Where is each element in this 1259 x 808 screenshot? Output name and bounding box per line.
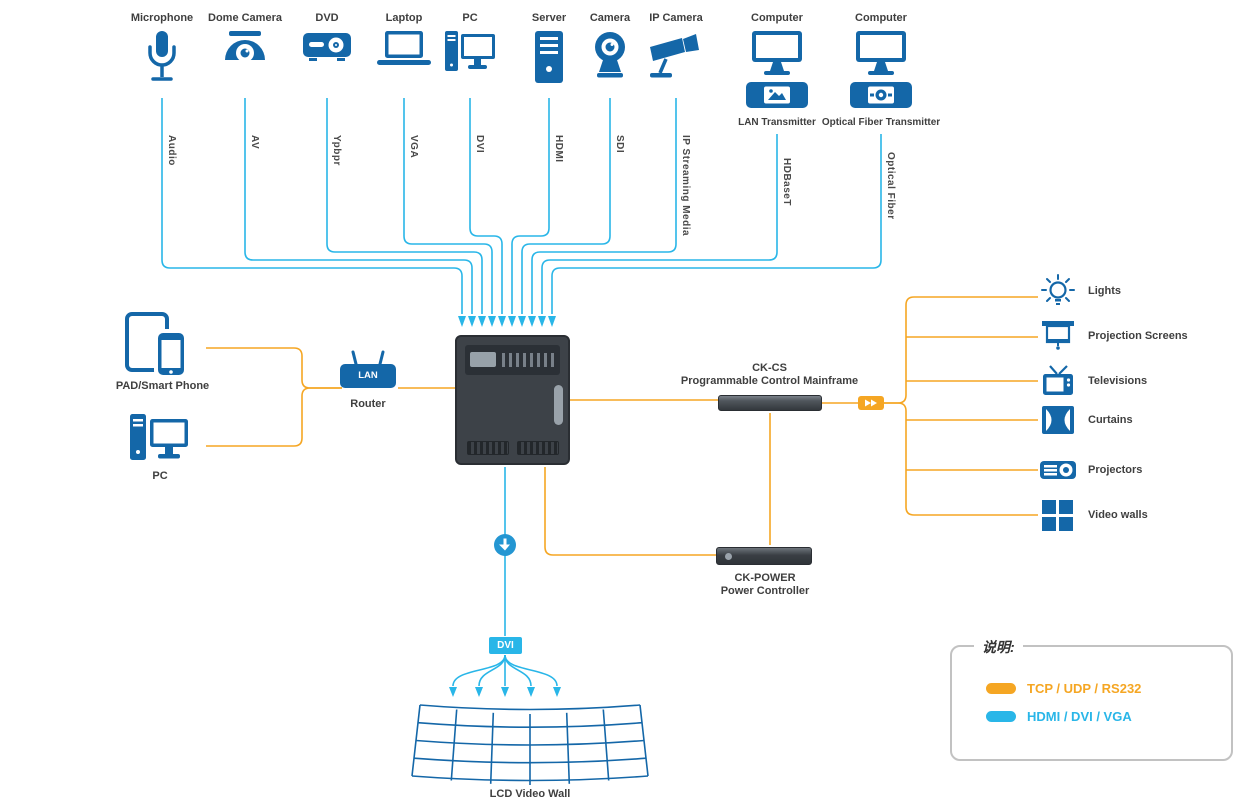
curtains-icon [1040, 402, 1076, 438]
output-projection-screens: Projection Screens [1040, 318, 1188, 354]
device-label: Server [531, 12, 567, 24]
device-label: DVD [315, 12, 339, 24]
ckcs-caption: CK-CS Programmable Control Mainframe [652, 362, 887, 388]
lights-icon [1040, 273, 1076, 309]
server-icon [535, 31, 563, 85]
device-label: PC [462, 12, 478, 24]
cable-label: VGA [408, 135, 419, 159]
device-grille [467, 441, 509, 455]
output-label: Lights [1088, 285, 1121, 297]
video-wall-label: LCD Video Wall [489, 788, 571, 800]
orange-line-swatch [986, 683, 1016, 694]
device-computer-optical: Computer Optical Fiber Transmitter [811, 12, 951, 128]
pc-icon [445, 31, 495, 73]
ckpower-name: CK-POWER [734, 572, 796, 584]
output-label: Televisions [1088, 375, 1148, 387]
legend: 说明: TCP / UDP / RS232 HDMI / DVI / VGA [950, 637, 1233, 761]
device-front-panel [465, 345, 560, 375]
device-handle [554, 385, 563, 425]
video-wall-icon [1040, 497, 1076, 533]
legend-item-label: TCP / UDP / RS232 [1027, 681, 1142, 696]
device-camera: Camera [540, 12, 680, 79]
fiber-out-connector-icon [858, 396, 884, 410]
optical-fiber-transmitter-icon [850, 82, 912, 108]
desktop-pc-icon [130, 414, 188, 471]
ckpower-desc: Power Controller [720, 585, 810, 597]
device-pc: PC [400, 12, 540, 73]
legend-title: 说明: [974, 637, 1023, 657]
cyan-line-swatch [986, 711, 1016, 722]
computer-icon [749, 31, 805, 75]
device-label: Microphone [130, 12, 194, 24]
output-televisions: Televisions [1040, 363, 1147, 399]
computer-icon [853, 31, 909, 75]
camera-icon [590, 31, 630, 79]
cable-label: Optical Fiber [885, 152, 896, 220]
microphone-icon [140, 31, 184, 83]
device-label: Computer [855, 12, 907, 24]
dome-camera-icon [221, 31, 269, 65]
pad-smartphone-icon [125, 312, 191, 383]
pad-label: PAD/Smart Phone [115, 380, 210, 392]
lcd-video-wall [411, 704, 649, 785]
device-grille [517, 441, 559, 455]
output-curtains: Curtains [1040, 402, 1133, 438]
cable-label: Ypbpr [331, 135, 342, 166]
output-video-walls: Video walls [1040, 497, 1148, 533]
device-label: Camera [589, 12, 631, 24]
legend-item-tcp: TCP / UDP / RS232 [986, 681, 1231, 696]
router-label: Router [350, 398, 386, 410]
ckcs-name: CK-CS [752, 362, 787, 374]
output-lights: Lights [1040, 273, 1121, 309]
cable-label: IP Streaming Media [680, 135, 691, 237]
output-projectors: Projectors [1040, 452, 1142, 488]
dvd-player-icon [303, 31, 351, 63]
device-sub-label: LAN Transmitter [738, 117, 816, 128]
ip-camera-icon [648, 31, 704, 79]
television-icon [1040, 363, 1076, 399]
output-label: Projectors [1088, 464, 1143, 476]
cable-label: DVI [474, 135, 485, 154]
projector-icon [1040, 452, 1076, 488]
device-computer-lan: Computer LAN Transmitter [707, 12, 847, 128]
device-server: Server [479, 12, 619, 85]
device-label: Laptop [385, 12, 423, 24]
legend-item-hdmi: HDMI / DVI / VGA [986, 709, 1231, 724]
projection-screen-icon [1040, 318, 1076, 354]
device-dvd: DVD [257, 12, 397, 63]
matrix-switcher-device [455, 335, 570, 465]
dvi-connector-label: DVI [489, 637, 522, 654]
ckcs-desc: Programmable Control Mainframe [680, 375, 859, 387]
device-label: IP Camera [649, 12, 703, 24]
orange-wires [206, 296, 1038, 556]
device-dome-camera: Dome Camera [175, 12, 315, 65]
device-laptop: Laptop [334, 12, 474, 67]
cable-label: HDMI [553, 135, 564, 163]
cable-label: AV [249, 135, 260, 150]
cable-label: SDI [614, 135, 625, 154]
lan-badge: LAN [358, 370, 378, 381]
device-label: Computer [751, 12, 803, 24]
pc-label: PC [152, 470, 168, 482]
device-label: Dome Camera [208, 12, 282, 24]
device-microphone: Microphone [92, 12, 232, 83]
legend-item-label: HDMI / DVI / VGA [1027, 709, 1132, 724]
lan-transmitter-icon [746, 82, 808, 108]
ckpower-device [716, 547, 812, 565]
cable-label: HDBaseT [781, 158, 792, 206]
device-sub-label: Optical Fiber Transmitter [821, 117, 941, 128]
ckpower-caption: CK-POWER Power Controller [690, 572, 840, 598]
ckcs-device [718, 395, 822, 411]
device-ip-camera: IP Camera [606, 12, 746, 79]
output-label: Video walls [1088, 509, 1148, 521]
cable-label: Audio [166, 135, 177, 166]
laptop-icon [377, 31, 431, 67]
router-icon: LAN [340, 350, 396, 397]
output-label: Projection Screens [1088, 330, 1188, 342]
output-label: Curtains [1088, 414, 1133, 426]
down-arrow-icon [494, 534, 516, 556]
